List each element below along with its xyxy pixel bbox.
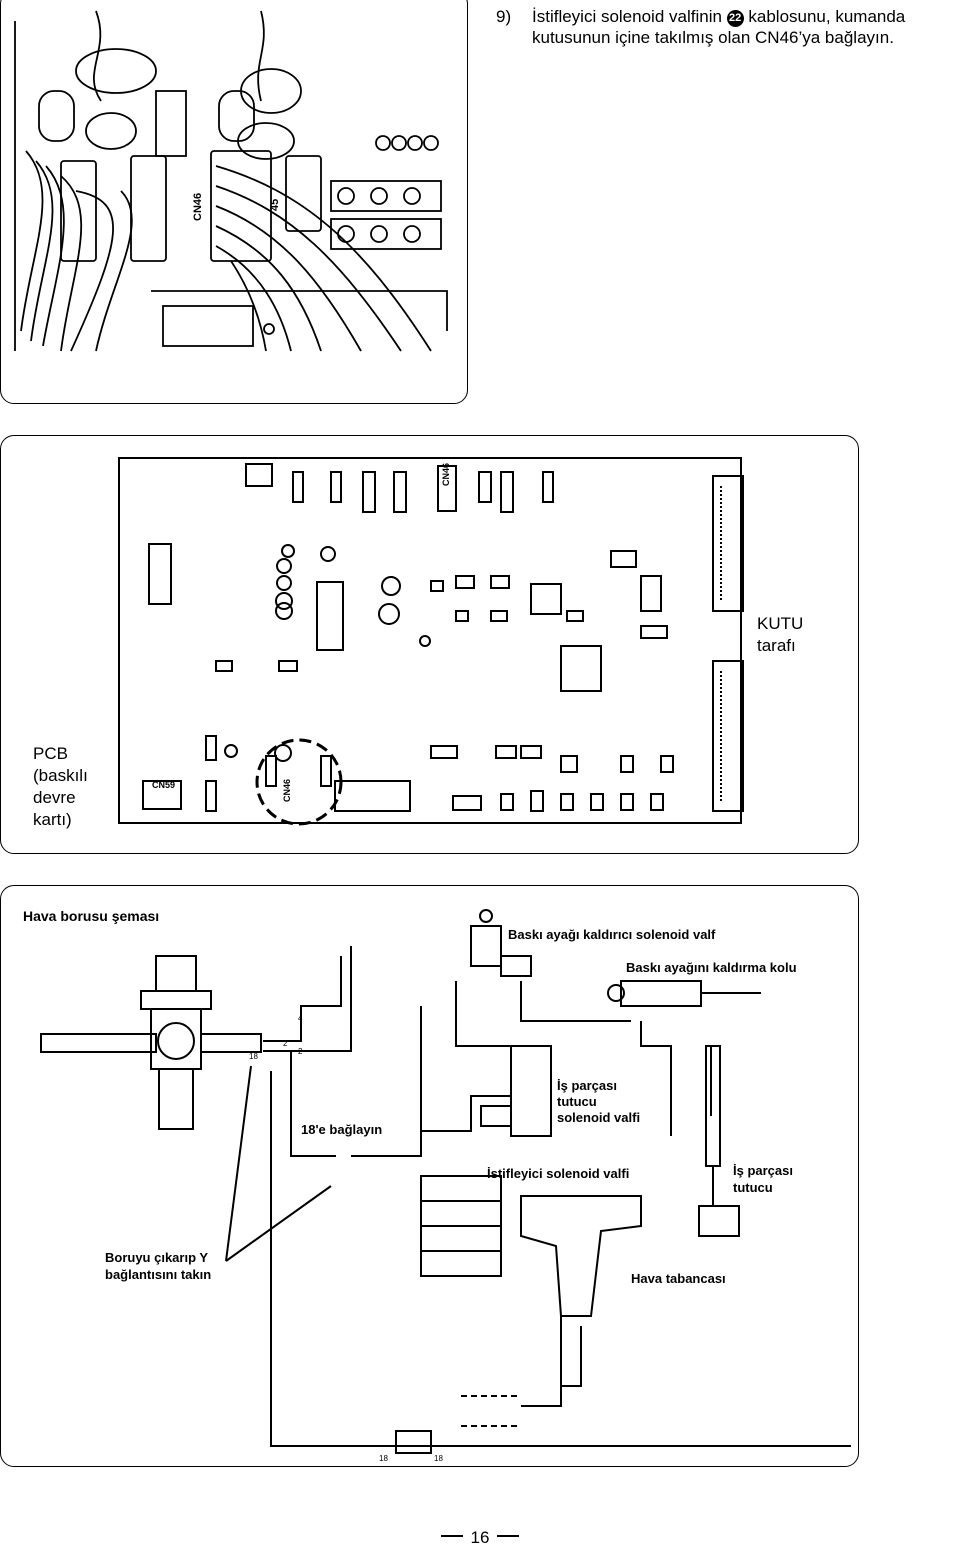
marker-22: 22	[726, 10, 744, 27]
cn46-bottom-label: CN46	[282, 779, 292, 802]
cn59-label: CN59	[152, 780, 175, 790]
tube-number: 18	[249, 1052, 258, 1061]
tube-number: 18	[379, 1454, 388, 1463]
cn45-label: 45	[269, 199, 281, 211]
air-diagram-drawing: 18 2 4 2 18 18	[40, 909, 851, 1463]
page-footer: 16	[0, 1528, 960, 1548]
presser-lifter-lever-label: Baskı ayağını kaldırma kolu	[626, 960, 797, 975]
connect-18-label: 18'e bağlayın	[301, 1122, 383, 1137]
tube-number: 2	[283, 1039, 288, 1048]
tube-number: 4	[298, 1014, 303, 1023]
footer-dash-right	[497, 1535, 520, 1537]
connector-figure: CN46 45	[0, 0, 468, 404]
tube-numbers: 18 2 4 2 18 18	[249, 1014, 443, 1463]
air-diagram-title: Hava borusu şeması	[23, 908, 160, 924]
tube-number: 18	[434, 1454, 443, 1463]
remove-pipe-label: Boruyu çıkarıp Y bağlantısını takın	[105, 1250, 212, 1282]
air-gun-label: Hava tabancası	[631, 1271, 726, 1286]
pcb-label: PCB (baskılı devre kartı)	[33, 744, 88, 829]
step-number: 9)	[496, 7, 512, 26]
pcb-drawing: CN59 CN46 CN46	[118, 457, 744, 826]
tube-number: 2	[298, 1047, 303, 1056]
presser-lifter-valve-label: Baskı ayağı kaldırıcı solenoid valf	[508, 927, 716, 942]
workpiece-holder-valve-label: İş parçası tutucu solenoid valfi	[557, 1078, 641, 1125]
connector-drawing: CN46 45	[14, 10, 448, 352]
page-number: 16	[470, 1528, 490, 1547]
step-body: İstifleyici solenoid valfinin 22 kablosu…	[532, 7, 906, 47]
footer-dash-left	[440, 1535, 463, 1537]
pcb-figure: CN59 CN46 CN46 KUTU tarafı PCB (baskılı …	[0, 435, 859, 854]
cn46-top-label: CN46	[441, 463, 451, 486]
stacker-valve-label: İstifleyici solenoid valfi	[487, 1166, 630, 1181]
cn46-label: CN46	[192, 193, 204, 221]
air-diagram: 18 2 4 2 18 18 Hava borusu şeması Baskı …	[0, 885, 859, 1467]
box-side-label: KUTU tarafı	[757, 614, 804, 655]
workpiece-holder-label: İş parçası tutucu	[733, 1163, 793, 1195]
